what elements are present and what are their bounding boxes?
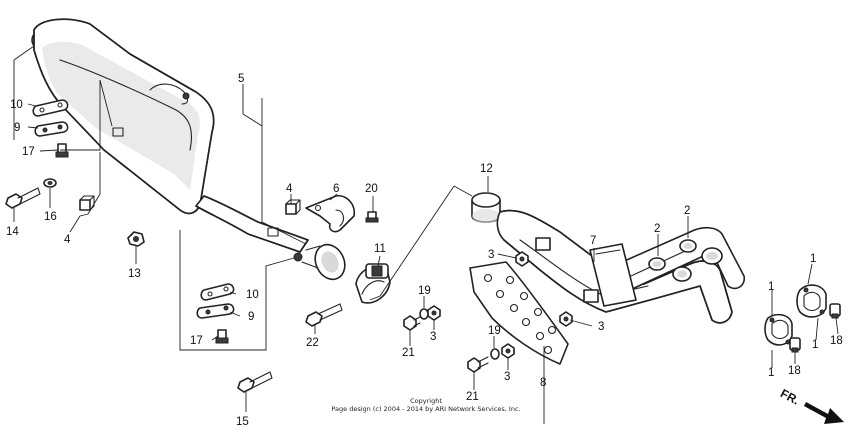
callout-13: 13 [128, 268, 141, 280]
callout-4-center: 4 [286, 183, 293, 195]
washer-19-a[interactable] [419, 308, 429, 320]
callout-1-a: 1 [768, 281, 774, 293]
bolt-20[interactable] [365, 211, 379, 223]
callout-15: 15 [236, 416, 249, 428]
callout-numbers: 5 10 9 17 16 14 4 13 4 6 20 11 10 9 17 1… [6, 73, 843, 428]
callout-21-a: 21 [402, 347, 415, 359]
copyright-line-1: Copyright [410, 397, 442, 405]
callout-12: 12 [480, 163, 493, 175]
callout-21-b: 21 [466, 391, 479, 403]
callout-17-lower: 17 [190, 335, 203, 347]
callout-3-a: 3 [488, 249, 494, 261]
callout-7: 7 [590, 235, 596, 247]
callout-20: 20 [365, 183, 378, 195]
callout-18-right: 18 [830, 335, 843, 347]
bolt-22[interactable] [305, 303, 343, 327]
nut-18-right[interactable] [829, 303, 841, 319]
leader-lines [13, 45, 839, 424]
bolt-21-a[interactable] [403, 315, 421, 331]
front-direction-arrow: FR. [778, 386, 844, 424]
callout-14: 14 [6, 226, 19, 238]
nut-13[interactable] [127, 231, 145, 247]
joint-clamp-1-right[interactable] [796, 284, 827, 318]
callout-2-upper: 2 [684, 205, 690, 217]
bolt-17-lower[interactable] [215, 329, 229, 344]
muffler[interactable] [31, 18, 215, 215]
callout-9-lower: 9 [248, 311, 254, 323]
callout-10-lower: 10 [246, 289, 259, 301]
heat-guard-8[interactable] [469, 261, 569, 365]
bracket-6[interactable] [305, 194, 356, 233]
callout-17-upper: 17 [22, 146, 35, 158]
copyright-line-2: Page design (c) 2004 - 2014 by ARI Netwo… [331, 405, 520, 413]
callout-3-d: 3 [504, 371, 510, 383]
callout-2-lower: 2 [654, 223, 660, 235]
bolt-17-upper[interactable] [55, 143, 69, 158]
callout-18-left: 18 [788, 365, 801, 377]
bolt-15[interactable] [237, 371, 273, 393]
plate-10-lower[interactable] [200, 283, 235, 301]
gasket-12[interactable] [471, 192, 501, 223]
callout-5: 5 [238, 73, 244, 85]
gasket-2-upper[interactable] [679, 239, 697, 253]
callout-3-c: 3 [430, 331, 436, 343]
callout-19-b: 19 [488, 325, 501, 337]
direction-label: FR. [778, 386, 802, 407]
joint-clamp-1-left[interactable] [764, 313, 793, 346]
callout-8: 8 [540, 377, 546, 389]
bolt-14[interactable] [5, 187, 41, 209]
callout-1-d: 1 [812, 339, 818, 351]
callout-4-left: 4 [64, 234, 71, 246]
nut-18-left[interactable] [789, 337, 801, 353]
nut-3-c[interactable] [427, 305, 441, 321]
nut-3-d[interactable] [501, 343, 515, 359]
washer-16[interactable] [43, 178, 57, 188]
muffler-pipe[interactable] [195, 195, 350, 284]
washer-19-b[interactable] [490, 348, 500, 360]
callout-11: 11 [374, 243, 386, 255]
nut-3-b[interactable] [559, 311, 573, 327]
callout-3-b: 3 [598, 321, 604, 333]
callout-19-a: 19 [418, 285, 431, 297]
rubber-9-lower[interactable] [196, 303, 235, 319]
callout-22: 22 [306, 337, 319, 349]
bolt-21-b[interactable] [467, 356, 489, 373]
callout-9-upper: 9 [14, 122, 20, 134]
callout-16: 16 [44, 211, 57, 223]
callout-10-upper: 10 [10, 99, 23, 111]
spacer-4-center[interactable] [285, 199, 301, 215]
callout-1-b: 1 [768, 367, 774, 379]
nut-3-a[interactable] [515, 251, 529, 267]
rubber-9-upper[interactable] [34, 121, 69, 137]
copyright-notice: Copyright Page design (c) 2004 - 2014 by… [331, 397, 520, 413]
callout-1-c: 1 [810, 253, 816, 265]
callout-6: 6 [333, 183, 339, 195]
clamp-11[interactable] [355, 263, 391, 304]
plate-10-upper[interactable] [32, 99, 69, 117]
exhaust-pipe-7[interactable] [496, 209, 746, 324]
gasket-2-lower[interactable] [648, 257, 666, 271]
